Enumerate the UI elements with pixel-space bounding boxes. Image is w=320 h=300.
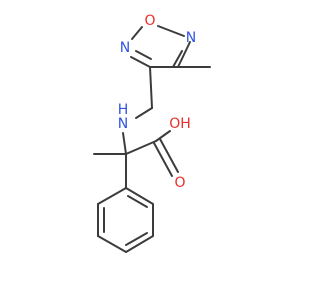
- phenyl-bond-4: [97, 235, 127, 253]
- bond-ring-n-right-c-double: [172, 50, 183, 68]
- phenyl-bond-3: [125, 235, 154, 253]
- phenyl-bond-6: [97, 187, 127, 205]
- atom-oh: OH: [169, 116, 191, 132]
- bond-ring-o-n-right: [157, 25, 185, 37]
- bond-nh-quaternary-c: [122, 132, 127, 155]
- phenyl-ring: [97, 187, 154, 253]
- bond-carboxyl-o-double-a: [153, 142, 173, 177]
- atom-n-ring-left: N: [120, 40, 130, 56]
- atom-n-ring-right: N: [186, 30, 196, 46]
- bond-ring-c-n-left-double: [135, 50, 152, 60]
- bond-ring-c-n-left: [130, 56, 151, 68]
- bond-ring-n-left-o: [131, 26, 143, 40]
- bond-ring-ch2: [149, 66, 153, 109]
- atom-n-amine: N: [118, 116, 128, 132]
- phenyl-bond-1: [125, 187, 154, 205]
- phenyl-inner-bond-2: [125, 232, 148, 246]
- atom-h-amine: H: [118, 102, 129, 118]
- bond-ch2-nh: [135, 107, 153, 119]
- bond-quaternary-c-carboxyl: [125, 140, 157, 155]
- chemical-structure: O N N H N OH O: [93, 13, 211, 253]
- bond-carboxyl-o-double-b: [159, 138, 179, 173]
- phenyl-inner-bond-1: [127, 195, 148, 208]
- atom-o-ring: O: [144, 13, 155, 29]
- oxadiazole-ring: [130, 25, 191, 68]
- atom-o-carbonyl: O: [174, 175, 185, 191]
- bond-carboxyl-oh: [155, 130, 171, 142]
- bond-ring-n-right-c: [177, 41, 191, 68]
- atom-labels: O N N H N OH O: [118, 13, 197, 191]
